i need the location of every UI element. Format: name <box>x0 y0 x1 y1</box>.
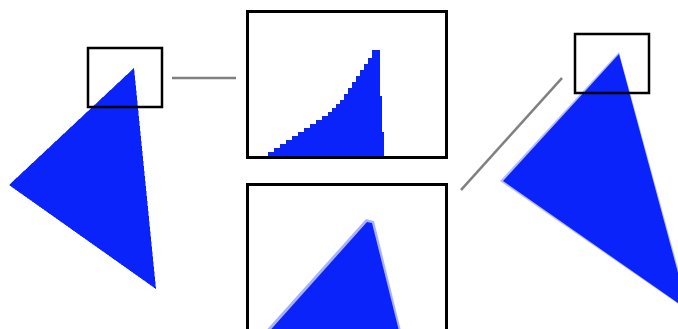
antialiased-connector-line <box>460 77 563 191</box>
aliased-triangle <box>9 68 156 289</box>
aliased-zoom-inset <box>246 10 448 159</box>
aliased-zoom-frame <box>246 10 448 159</box>
antialiased-zoom-frame <box>246 183 448 329</box>
antialiased-zoom-shape <box>271 222 399 329</box>
antialiased-zoom-region-box <box>573 32 651 95</box>
aliased-zoom-shape <box>262 50 384 156</box>
antialiased-zoom-inset <box>246 183 448 329</box>
aliased-triangle-group <box>9 46 164 289</box>
antialiased-triangle-group <box>500 32 678 304</box>
antialiased-triangle <box>503 54 678 304</box>
aliased-zoom-region-box <box>86 46 164 109</box>
